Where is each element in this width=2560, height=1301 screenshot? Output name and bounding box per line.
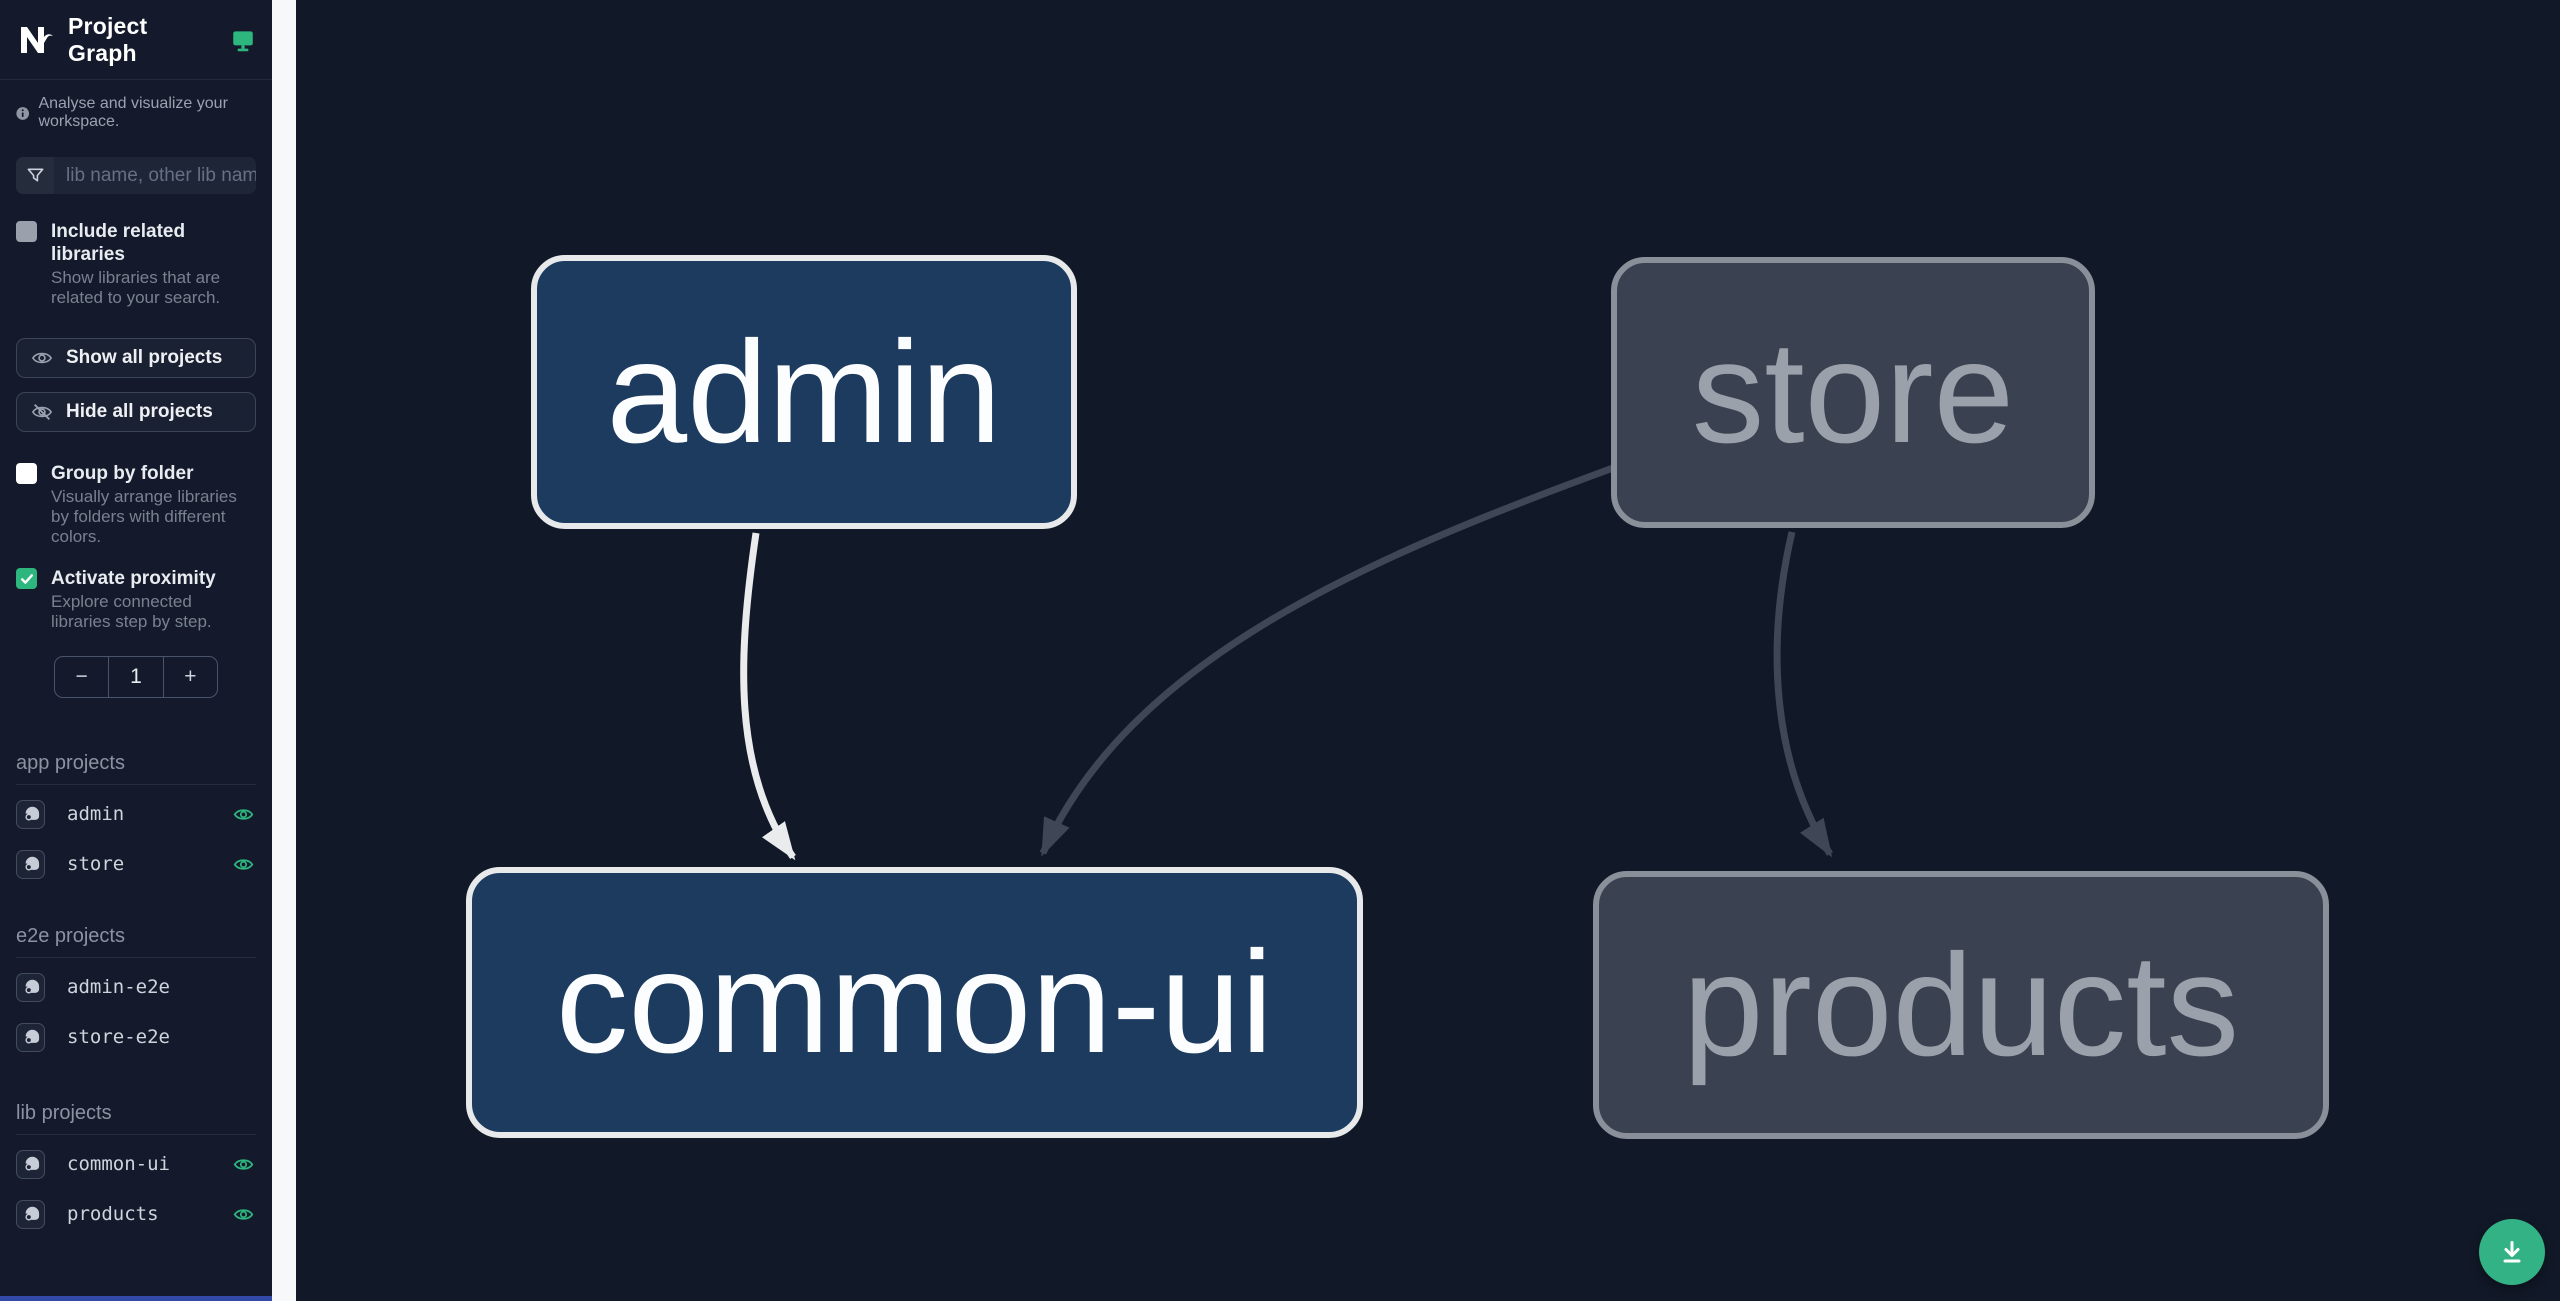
group-by-folder-label: Group by folder xyxy=(51,463,194,484)
section-e2e-projects: e2e projects xyxy=(16,925,256,958)
activate-proximity-block: Activate proximity Explore connected lib… xyxy=(0,567,272,632)
nx-logo-icon xyxy=(21,26,53,53)
eye-off-icon xyxy=(31,404,53,420)
graph-edge-store-common-ui xyxy=(1039,464,1615,857)
proximity-stepper: − 1 + xyxy=(54,656,218,698)
include-related-block: Include related libraries Show libraries… xyxy=(0,220,272,308)
tagline-text: Analyse and visualize your workspace. xyxy=(38,95,228,130)
search-box xyxy=(16,157,256,194)
include-related-desc: Show libraries that are related to your … xyxy=(51,268,221,307)
focus-icon xyxy=(24,1206,39,1221)
graph-node-label: admin xyxy=(606,310,1002,473)
graph-node-products[interactable]: products xyxy=(1593,871,2329,1139)
group-by-folder-desc: Visually arrange libraries by folders wi… xyxy=(51,487,237,546)
proximity-decrement-button[interactable]: − xyxy=(75,665,88,688)
focus-icon xyxy=(24,806,39,821)
sidebar-header: Project Graph xyxy=(0,0,272,80)
group-by-folder-block: Group by folder Visually arrange librari… xyxy=(0,462,272,547)
activate-proximity-desc: Explore connected libraries step by step… xyxy=(51,592,212,631)
visibility-eye-icon[interactable] xyxy=(232,853,254,875)
download-icon xyxy=(2503,1241,2521,1263)
show-all-projects-button[interactable]: Show all projects xyxy=(16,338,256,378)
info-icon xyxy=(16,106,30,120)
focus-icon xyxy=(24,979,39,994)
focus-project-button[interactable] xyxy=(16,799,45,829)
app-title: Project Graph xyxy=(68,12,148,66)
graph-edge-admin-common-ui xyxy=(740,532,796,861)
sidebar-bottom-strip xyxy=(0,1296,272,1301)
show-all-projects-label: Show all projects xyxy=(66,347,223,368)
check-icon xyxy=(20,573,33,584)
graph-edges xyxy=(740,464,1833,861)
graph-edge-store-products xyxy=(1773,531,1833,858)
focus-project-button[interactable] xyxy=(16,972,45,1002)
focus-project-button[interactable] xyxy=(16,1199,45,1229)
graph-node-store[interactable]: store xyxy=(1611,257,2095,528)
graph-node-admin[interactable]: admin xyxy=(531,255,1077,529)
include-related-checkbox[interactable] xyxy=(16,221,37,242)
project-name: store xyxy=(67,853,125,875)
focus-project-button[interactable] xyxy=(16,849,45,879)
group-by-folder-checkbox[interactable] xyxy=(16,463,37,484)
visibility-eye-icon[interactable] xyxy=(232,1153,254,1175)
project-row-admin-e2e: admin-e2e xyxy=(16,966,256,1008)
focus-icon xyxy=(24,1156,39,1171)
project-row-store-e2e: store-e2e xyxy=(16,1016,256,1058)
filter-icon xyxy=(16,157,54,194)
proximity-value: 1 xyxy=(108,657,164,697)
project-row-common-ui: common-ui xyxy=(16,1143,256,1185)
project-row-products: products xyxy=(16,1193,256,1235)
graph-node-label: products xyxy=(1682,923,2240,1086)
graph-node-label: store xyxy=(1691,311,2015,473)
hide-all-projects-button[interactable]: Hide all projects xyxy=(16,392,256,432)
sidebar: Project Graph Analyse and visualize your… xyxy=(0,0,272,1301)
download-image-button[interactable] xyxy=(2479,1219,2545,1285)
project-row-store: store xyxy=(16,843,256,885)
visibility-eye-icon[interactable] xyxy=(232,1203,254,1225)
project-name: store-e2e xyxy=(67,1026,170,1048)
section-app-projects: app projects xyxy=(16,752,256,785)
focus-project-button[interactable] xyxy=(16,1149,45,1179)
tagline: Analyse and visualize your workspace. xyxy=(0,80,272,131)
graph-node-common-ui[interactable]: common-ui xyxy=(466,867,1363,1138)
search-input[interactable] xyxy=(54,157,256,194)
graph-canvas[interactable]: admin store common-ui products xyxy=(296,0,2560,1301)
project-row-admin: admin xyxy=(16,793,256,835)
monitor-icon[interactable] xyxy=(230,27,256,53)
focus-icon xyxy=(24,1029,39,1044)
proximity-increment-button[interactable]: + xyxy=(184,665,197,688)
focus-project-button[interactable] xyxy=(16,1022,45,1052)
project-name: common-ui xyxy=(67,1153,170,1175)
eye-icon xyxy=(31,352,53,364)
activate-proximity-label: Activate proximity xyxy=(51,568,216,589)
activate-proximity-checkbox[interactable] xyxy=(16,568,37,589)
visibility-eye-icon[interactable] xyxy=(232,803,254,825)
project-name: admin-e2e xyxy=(67,976,170,998)
project-name: admin xyxy=(67,803,125,825)
graph-node-label: common-ui xyxy=(555,921,1274,1083)
project-name: products xyxy=(67,1203,159,1225)
section-lib-projects: lib projects xyxy=(16,1102,256,1135)
sidebar-scrollbar[interactable] xyxy=(272,0,296,1301)
hide-all-projects-label: Hide all projects xyxy=(66,401,213,422)
include-related-label: Include related libraries xyxy=(51,221,186,265)
focus-icon xyxy=(24,856,39,871)
